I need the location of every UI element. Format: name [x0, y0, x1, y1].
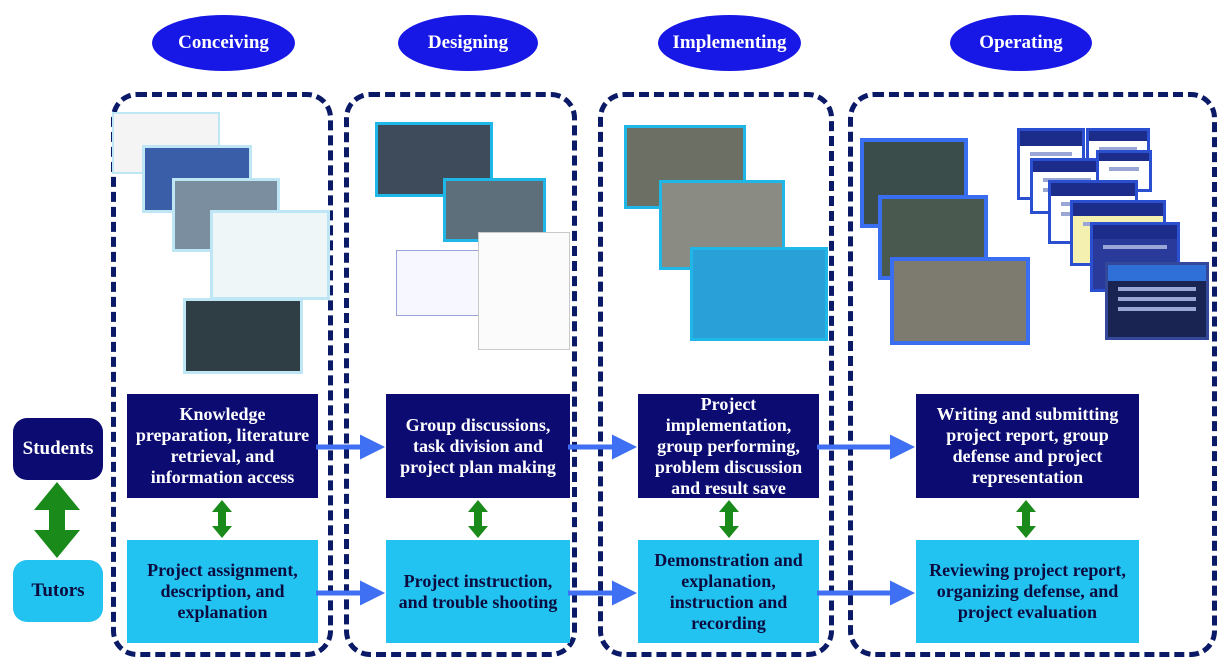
block-diagram-image	[396, 250, 484, 316]
tutor-task-implementing: Demonstration and explanation, instructi…	[638, 540, 819, 643]
role-link-arrow	[34, 482, 80, 558]
tutor-task-designing: Project instruction, and trouble shootin…	[386, 540, 570, 643]
student-task-designing: Group discussions, task division and pro…	[386, 394, 570, 498]
link-arrow-conceiving	[212, 500, 232, 538]
software-screen-image	[690, 247, 828, 341]
lecture-image	[183, 298, 303, 374]
tutors-label: Tutors	[13, 560, 103, 622]
link-arrow-implementing	[719, 500, 739, 538]
phase-designing: Designing	[398, 15, 538, 71]
student-task-implementing: Project implementation, group performing…	[638, 394, 819, 498]
link-arrow-operating	[1016, 500, 1036, 538]
conceiving-column	[111, 92, 333, 657]
student-task-conceiving: Knowledge preparation, literature retrie…	[127, 394, 318, 498]
phase-conceiving: Conceiving	[152, 15, 295, 71]
implementing-column	[598, 92, 834, 657]
student-task-operating: Writing and submitting project report, g…	[916, 394, 1139, 498]
presentation-image	[375, 122, 493, 197]
plan-document-image	[478, 232, 570, 350]
tutor-task-operating: Reviewing project report, organizing def…	[916, 540, 1139, 643]
students-label: Students	[13, 418, 103, 480]
report-slide-8	[1105, 262, 1209, 340]
tutor-task-conceiving: Project assignment, description, and exp…	[127, 540, 318, 643]
operating-column	[848, 92, 1217, 657]
designing-column	[344, 92, 577, 657]
defense-photo-3	[890, 257, 1030, 345]
report-slide-4	[1096, 150, 1152, 192]
phase-implementing: Implementing	[658, 15, 801, 71]
phase-operating: Operating	[950, 15, 1092, 71]
link-arrow-designing	[468, 500, 488, 538]
